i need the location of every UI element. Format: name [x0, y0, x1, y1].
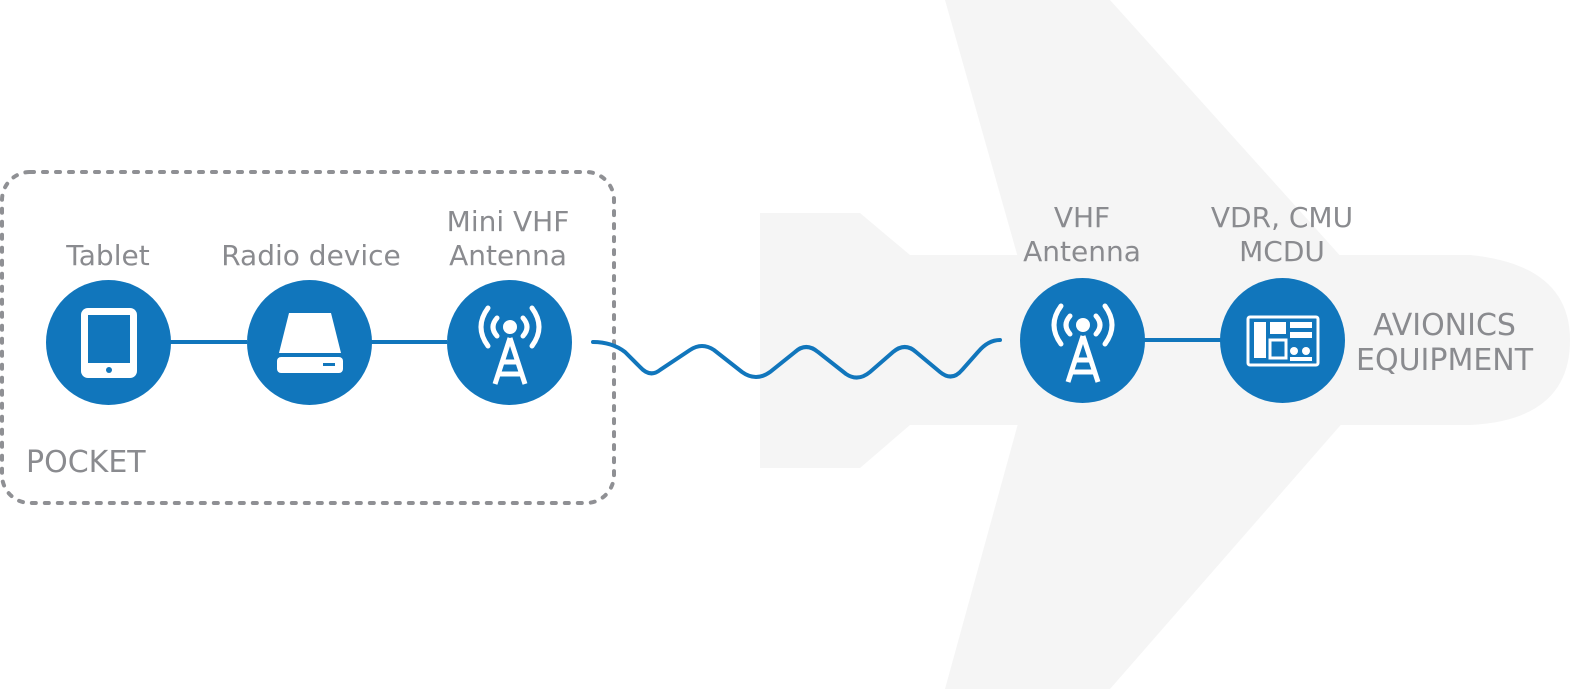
antenna-tower-icon [1051, 303, 1114, 383]
mini-vhf-antenna-label: Mini VHF Antenna [433, 205, 583, 273]
mini-vhf-antenna-node [447, 280, 572, 405]
radio-device-label: Radio device [221, 239, 401, 272]
vhf-antenna-label: VHF Antenna [1012, 201, 1152, 269]
tablet-node [46, 280, 171, 405]
avionics-label-line1: AVIONICS [1373, 308, 1516, 343]
vdr-cmu-mcdu-node [1220, 278, 1345, 403]
vhf-antenna-node [1020, 278, 1145, 403]
tablet-icon [80, 307, 137, 378]
mini-vhf-antenna-label-line1: Mini VHF [446, 205, 570, 238]
vhf-antenna-label-line2: Antenna [1023, 235, 1141, 268]
tablet-label: Tablet [66, 239, 150, 272]
wireless-link-wave [591, 338, 1002, 380]
circuit-board-icon [1246, 315, 1319, 366]
mcdu-label-line2: MCDU [1239, 235, 1325, 268]
avionics-equipment-label: AVIONICS EQUIPMENT [1356, 308, 1533, 378]
pocket-boundary [0, 170, 616, 505]
vdr-cmu-mcdu-label: VDR, CMU MCDU [1202, 201, 1362, 269]
avionics-label-line2: EQUIPMENT [1356, 343, 1534, 378]
vhf-antenna-label-line1: VHF [1053, 201, 1111, 234]
mini-vhf-antenna-label-line2: Antenna [449, 239, 567, 272]
antenna-tower-icon [478, 305, 541, 385]
radio-device-icon [276, 312, 343, 373]
vdr-cmu-label-line1: VDR, CMU [1210, 201, 1354, 234]
radio-device-node [247, 280, 372, 405]
pocket-title: POCKET [26, 445, 146, 480]
